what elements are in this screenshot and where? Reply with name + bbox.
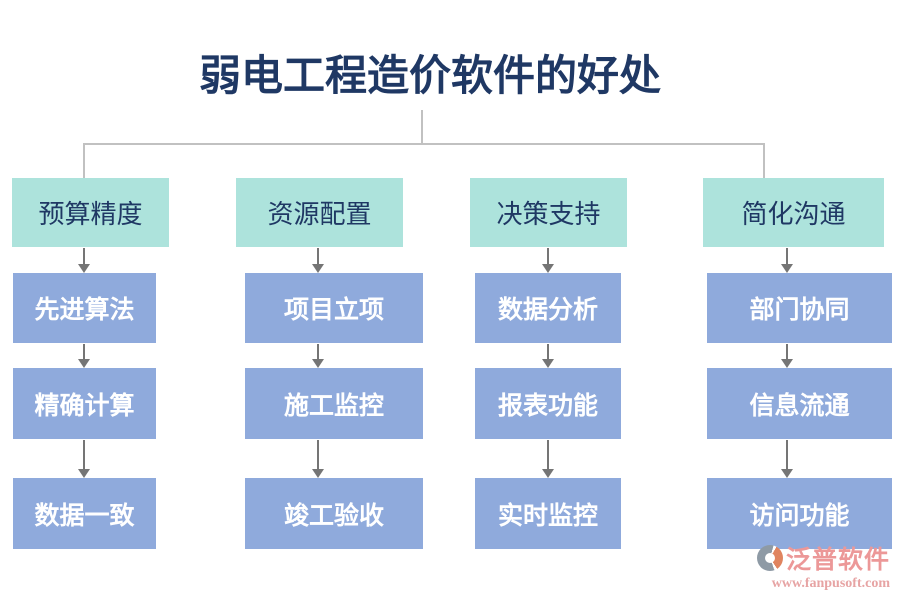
- item-box-report-function: 报表功能: [475, 368, 621, 439]
- item-box-data-analysis: 数据分析: [475, 273, 621, 343]
- arrow-stem: [786, 440, 788, 469]
- down-arrow-icon: [541, 440, 555, 478]
- item-label: 部门协同: [749, 297, 850, 324]
- header-label: 简化沟通: [741, 200, 846, 229]
- item-box-access-function: 访问功能: [707, 478, 892, 549]
- header-box-resource-allocation: 资源配置: [236, 178, 403, 247]
- item-box-advanced-algorithms: 先进算法: [13, 273, 156, 343]
- down-arrow-icon: [541, 344, 555, 368]
- arrow-stem: [547, 248, 549, 264]
- header-label: 资源配置: [267, 200, 372, 229]
- arrow-stem: [547, 440, 549, 469]
- down-arrow-icon: [77, 440, 91, 478]
- arrow-head: [781, 469, 793, 478]
- header-label: 预算精度: [38, 200, 143, 229]
- arrow-head: [542, 264, 554, 273]
- down-arrow-icon: [77, 248, 91, 273]
- down-arrow-icon: [780, 440, 794, 478]
- arrow-head: [78, 264, 90, 273]
- arrow-stem: [786, 344, 788, 359]
- connector-title-vertical-line: [421, 110, 423, 144]
- item-label: 报表功能: [497, 392, 598, 420]
- arrow-head: [542, 359, 554, 368]
- down-arrow-icon: [780, 344, 794, 368]
- item-box-construction-monitoring: 施工监控: [245, 368, 423, 439]
- header-box-decision-support: 决策支持: [470, 178, 627, 247]
- arrow-stem: [547, 344, 549, 359]
- down-arrow-icon: [541, 248, 555, 273]
- brand-url: www.fanpusoft.com: [771, 576, 890, 591]
- arrow-stem: [317, 248, 319, 264]
- diagram-title: 弱电工程造价软件的好处: [198, 54, 661, 100]
- item-box-precise-calculation: 精确计算: [13, 368, 156, 439]
- item-label: 竣工验收: [283, 502, 384, 530]
- arrow-stem: [83, 344, 85, 359]
- arrow-stem: [83, 440, 85, 469]
- arrow-head: [312, 264, 324, 273]
- arrow-head: [78, 469, 90, 478]
- down-arrow-icon: [77, 344, 91, 368]
- down-arrow-icon: [311, 248, 325, 273]
- connector-horizontal-line: [83, 143, 765, 145]
- item-box-department-collaboration: 部门协同: [707, 273, 892, 343]
- item-box-project-initiation: 项目立项: [245, 273, 423, 343]
- item-box-completion-acceptance: 竣工验收: [245, 478, 423, 549]
- item-box-realtime-monitoring: 实时监控: [475, 478, 621, 549]
- header-box-simplified-communication: 简化沟通: [703, 178, 884, 247]
- down-arrow-icon: [780, 248, 794, 273]
- arrow-head: [781, 264, 793, 273]
- fanpu-logo-icon: [756, 545, 783, 571]
- arrow-stem: [317, 440, 319, 469]
- arrow-stem: [83, 248, 85, 264]
- item-label: 先进算法: [34, 297, 135, 324]
- arrow-stem: [786, 248, 788, 264]
- down-arrow-icon: [311, 344, 325, 368]
- item-label: 数据一致: [34, 502, 135, 530]
- item-label: 实时监控: [497, 502, 598, 530]
- arrow-head: [78, 359, 90, 368]
- item-box-data-consistency: 数据一致: [13, 478, 156, 549]
- item-box-information-flow: 信息流通: [707, 368, 892, 439]
- arrow-head: [312, 359, 324, 368]
- item-label: 精确计算: [34, 392, 135, 420]
- item-label: 项目立项: [283, 297, 384, 324]
- item-label: 信息流通: [749, 392, 850, 420]
- arrow-head: [312, 469, 324, 478]
- arrow-head: [781, 359, 793, 368]
- brand-logo: 泛普软件 www.fanpusoft.com: [756, 540, 890, 592]
- arrow-head: [542, 469, 554, 478]
- down-arrow-icon: [311, 440, 325, 478]
- arrow-stem: [317, 344, 319, 359]
- item-label: 施工监控: [283, 392, 384, 420]
- header-label: 决策支持: [496, 200, 601, 229]
- connector-left-drop-line: [83, 145, 85, 178]
- header-box-budget-accuracy: 预算精度: [12, 178, 169, 247]
- connector-right-drop-line: [763, 145, 765, 178]
- item-label: 访问功能: [749, 502, 850, 530]
- item-label: 数据分析: [497, 297, 598, 324]
- brand-name: 泛普软件: [785, 547, 890, 574]
